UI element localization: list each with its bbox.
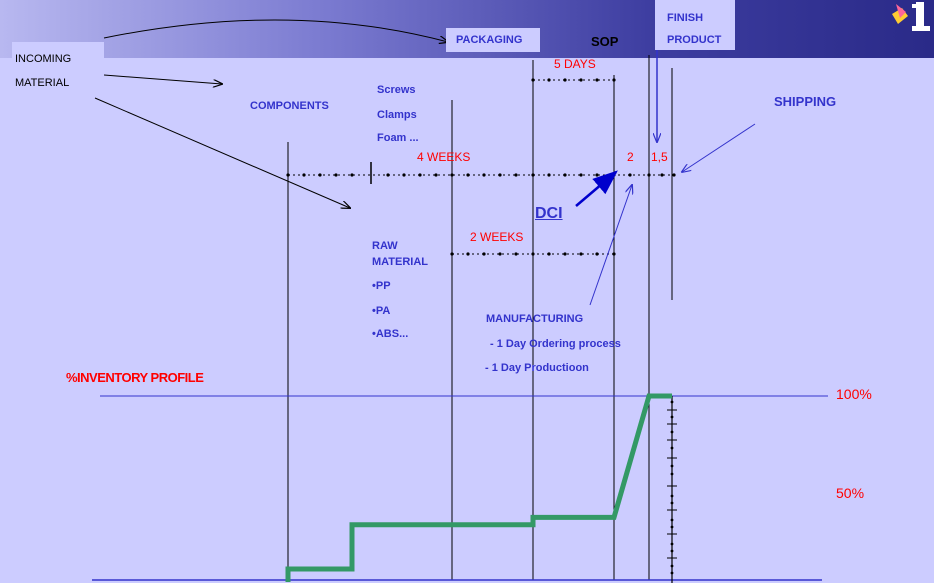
two-label: 2 [627,150,634,164]
shipping-label: SHIPPING [774,94,837,109]
ordering-process-label: - 1 Day Ordering process [490,338,621,350]
pp-label: •PP [372,280,391,292]
clamps-label: Clamps [377,109,417,121]
one-five-label: 1,5 [651,150,668,164]
corner-logo-icon [888,0,934,34]
screws-label: Screws [377,84,416,96]
inventory-profile-line [285,393,672,582]
abs-label: •ABS... [372,328,409,340]
inventory-profile-title: %INVENTORY PROFILE [66,370,204,385]
two-weeks-label: 2 WEEKS [470,230,524,244]
manufacturing-label: MANUFACTURING [486,313,584,325]
four-weeks-label: 4 WEEKS [417,150,471,164]
packaging-box: PACKAGING [446,28,540,52]
pct-100-label: 100% [836,386,872,402]
pa-label: •PA [372,305,391,317]
incoming-material-box: INCOMING MATERIAL [12,42,104,94]
sop-label: SOP [591,34,619,49]
raw-material-label: RAW MATERIAL [372,240,429,268]
dci-label: DCI [535,205,563,222]
production-label: - 1 Day Productioon [485,362,589,374]
pct-50-label: 50% [836,485,865,501]
finish-product-box: FINISH PRODUCT [655,0,735,50]
components-label: COMPONENTS [250,100,329,112]
foam-label: Foam ... [377,132,419,144]
five-days-label: 5 DAYS [554,57,596,71]
